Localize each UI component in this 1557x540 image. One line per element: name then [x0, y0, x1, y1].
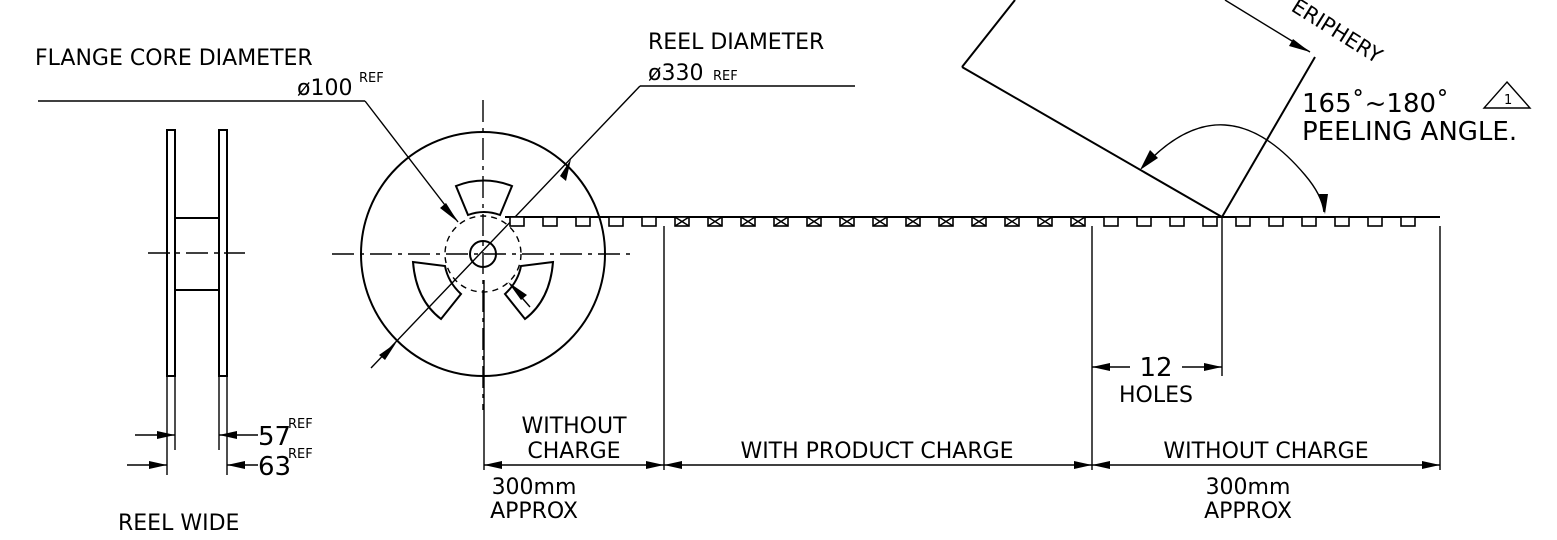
flange-core-value: ø100	[297, 76, 352, 101]
right-length: 300mm	[1206, 475, 1291, 500]
tape-pocket-empty	[542, 216, 558, 227]
tape-pocket-empty	[1400, 216, 1416, 227]
reel-diameter-leader	[370, 85, 641, 369]
pocket-component-mark	[938, 216, 954, 227]
pocket-component-mark	[773, 216, 789, 227]
reel-diameter-arrow-top	[560, 159, 571, 181]
flange-core-ref: REF	[359, 71, 384, 86]
reel-diameter-ref: REF	[713, 69, 738, 84]
carrier-tape	[505, 216, 1440, 227]
periphery-arrow	[1289, 39, 1310, 52]
peel-reference-line	[1221, 56, 1316, 218]
peeling-arc-arrow-left	[1140, 150, 1158, 170]
pocket-component-mark	[707, 216, 723, 227]
without-charge-right-label: WITHOUT CHARGE	[1163, 439, 1368, 464]
tape-pocket-empty	[1367, 216, 1383, 227]
cover-tape-edge	[961, 0, 1016, 68]
width-57-value: 57	[258, 422, 291, 452]
tape-pocket-empty	[641, 216, 657, 227]
right-approx: APPROX	[1204, 499, 1292, 524]
tape-pocket-empty	[1301, 216, 1317, 227]
reel-wide-label: REEL WIDE	[118, 511, 239, 536]
tape-pocket-empty	[1235, 216, 1251, 227]
pocket-component-mark	[740, 216, 756, 227]
width-57-ref: REF	[288, 417, 313, 432]
reel-window-top	[454, 179, 514, 217]
flange-core-leader	[364, 100, 459, 223]
flange-core-diameter-label: FLANGE CORE DIAMETER	[35, 46, 313, 71]
periphery-label: ERIPHERY	[1287, 0, 1386, 68]
left-length: 300mm	[492, 475, 577, 500]
pocket-component-mark	[1070, 216, 1086, 227]
peeling-cover-tape: ERIPHERY 165˚~180˚ PEELING ANGLE. 1	[961, 0, 1532, 218]
reel-diameter-arrow-bottom	[379, 343, 396, 360]
tape-pocket-empty	[1268, 216, 1284, 227]
tape-pockets	[509, 216, 1416, 227]
cover-tape-line	[961, 66, 1223, 218]
reel-window-left	[411, 260, 463, 321]
reel-front-view: FLANGE CORE DIAMETER ø100 REF REEL DIAME…	[35, 30, 855, 410]
pocket-component-mark	[1037, 216, 1053, 227]
revision-triangle-icon	[1482, 80, 1532, 109]
pocket-component-mark	[905, 216, 921, 227]
reel-side-view: 57 REF 63 REF REEL WIDE	[118, 129, 313, 536]
left-approx: APPROX	[490, 499, 578, 524]
tape-pocket-empty	[509, 216, 525, 227]
tape-pocket-empty	[1169, 216, 1185, 227]
revision-marker: 1	[1504, 93, 1512, 108]
peeling-angle-value: 165˚~180˚	[1302, 89, 1449, 119]
flange-core-leader-tail-arrow	[508, 282, 527, 300]
reel-diameter-label: REEL DIAMETER	[648, 30, 824, 55]
pocket-component-mark	[872, 216, 888, 227]
peeling-arc-arrow-right	[1319, 194, 1328, 214]
pocket-component-mark	[806, 216, 822, 227]
tape-pocket-empty	[1202, 216, 1218, 227]
with-product-charge-label: WITH PRODUCT CHARGE	[740, 439, 1013, 464]
dimension-63: 63 REF	[127, 447, 313, 482]
tape-pocket-empty	[608, 216, 624, 227]
pocket-component-mark	[674, 216, 690, 227]
flange-core-leader-arrow	[440, 203, 458, 222]
width-63-ref: REF	[288, 447, 313, 462]
holes-label: HOLES	[1119, 383, 1193, 408]
without-charge-left-line2: CHARGE	[527, 439, 620, 464]
reel-window-right	[503, 260, 555, 321]
tape-pocket-empty	[1334, 216, 1350, 227]
pocket-component-mark	[839, 216, 855, 227]
reel-diameter-value: ø330	[648, 61, 703, 86]
pocket-component-mark	[1004, 216, 1020, 227]
tape-section-dimensions: WITHOUT CHARGE 300mm APPROX WITH PRODUCT…	[483, 217, 1441, 524]
tape-pocket-empty	[1136, 216, 1152, 227]
peeling-angle-arc	[1144, 124, 1325, 213]
tape-pocket-empty	[1103, 216, 1119, 227]
width-63-value: 63	[258, 452, 291, 482]
peeling-angle-label: PEELING ANGLE.	[1302, 117, 1517, 147]
pocket-component-mark	[971, 216, 987, 227]
tape-pocket-empty	[575, 216, 591, 227]
holes-count: 12	[1139, 353, 1172, 383]
without-charge-left-line1: WITHOUT	[521, 414, 627, 439]
dimension-57: 57 REF	[135, 417, 313, 452]
